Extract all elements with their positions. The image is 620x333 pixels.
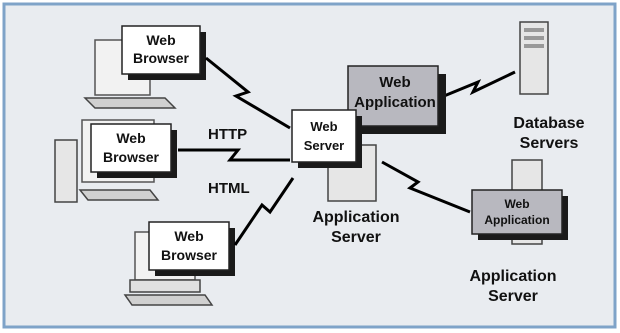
- app-server-label-line1: Application: [312, 209, 399, 226]
- web-app-label-line2: Application: [484, 213, 549, 227]
- web-app-box: [347, 65, 439, 127]
- database-label-line1: Database: [513, 115, 584, 132]
- browser-desktop-bottom: Web Browser: [123, 221, 235, 306]
- browser-label-line2: Browser: [161, 247, 218, 263]
- browser-label-line1: Web: [146, 32, 175, 48]
- laptop-keyboard-icon: [83, 97, 177, 109]
- application-server-secondary: Web Application Application Server: [469, 159, 568, 305]
- browser-label-line2: Browser: [133, 50, 190, 66]
- web-server-box: [291, 109, 357, 163]
- database-tower-icon: [519, 21, 549, 95]
- app-server-label-line1: Application: [469, 268, 556, 285]
- connectors: [178, 56, 516, 246]
- browser-laptop-top: Web Browser: [83, 25, 206, 109]
- browser-label-line1: Web: [116, 130, 145, 146]
- application-server-main: Web Application Web Server: [291, 65, 446, 202]
- http-label: HTTP: [208, 126, 247, 143]
- web-app-box: [471, 189, 563, 235]
- drive-bay: [524, 36, 544, 40]
- desktop-base-icon: [129, 279, 201, 293]
- zigzag-link-bottom: [233, 177, 295, 246]
- drive-bay: [524, 44, 544, 48]
- browser-label-line2: Browser: [103, 149, 160, 165]
- keyboard-icon: [123, 294, 214, 306]
- web-app-label-line1: Web: [504, 197, 529, 211]
- browser-desktop-middle: Web Browser: [54, 119, 177, 203]
- keyboard-icon: [78, 189, 160, 201]
- app-server-label-line2: Server: [488, 288, 538, 305]
- database-servers: Database Servers: [513, 21, 585, 152]
- web-app-label-line1: Web: [379, 74, 410, 91]
- browser-label-line1: Web: [174, 228, 203, 244]
- app-server-label-line2: Server: [331, 229, 381, 246]
- web-server-label-line2: Server: [304, 138, 344, 153]
- zigzag-link-app-server: [381, 160, 471, 214]
- zigzag-link-top: [205, 56, 291, 130]
- drive-bay: [524, 28, 544, 32]
- browser-box: [148, 221, 230, 271]
- web-server-label-line1: Web: [310, 119, 337, 134]
- browser-box: [90, 123, 172, 173]
- zigzag-link-middle: [178, 148, 290, 162]
- html-label: HTML: [208, 180, 250, 197]
- database-label-line2: Servers: [520, 135, 579, 152]
- tower-icon: [54, 139, 78, 203]
- browser-box: [121, 25, 201, 75]
- web-app-label-line2: Application: [354, 94, 436, 111]
- zigzag-link-database: [443, 70, 516, 98]
